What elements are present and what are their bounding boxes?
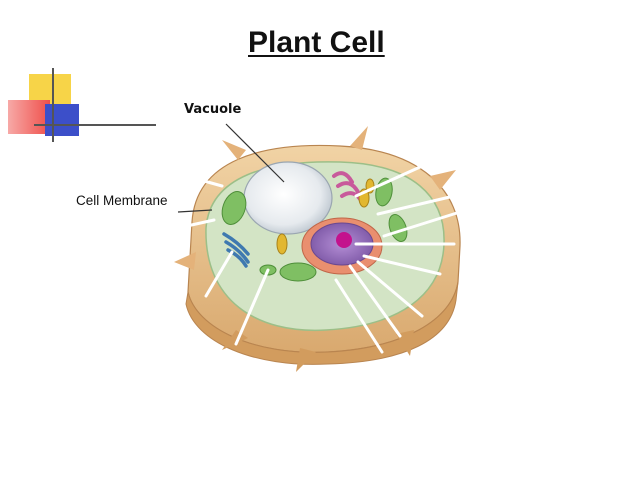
cell-membrane-pointer-line bbox=[177, 209, 213, 213]
decorative-horizontal-line bbox=[34, 124, 156, 126]
nucleus bbox=[301, 217, 383, 275]
page-title: Plant Cell bbox=[248, 26, 385, 59]
decorative-vertical-line bbox=[52, 68, 54, 142]
decorative-red-square bbox=[8, 100, 50, 134]
nucleolus bbox=[336, 232, 352, 248]
endoplasmic-reticulum bbox=[222, 232, 250, 268]
vacuole-pointer-line bbox=[225, 123, 285, 183]
label-leader-lines bbox=[158, 146, 464, 354]
cell-membrane-label: Cell Membrane bbox=[76, 193, 168, 208]
decorative-blue-square bbox=[45, 104, 79, 136]
vacuole-label: Vacuole bbox=[184, 102, 242, 117]
